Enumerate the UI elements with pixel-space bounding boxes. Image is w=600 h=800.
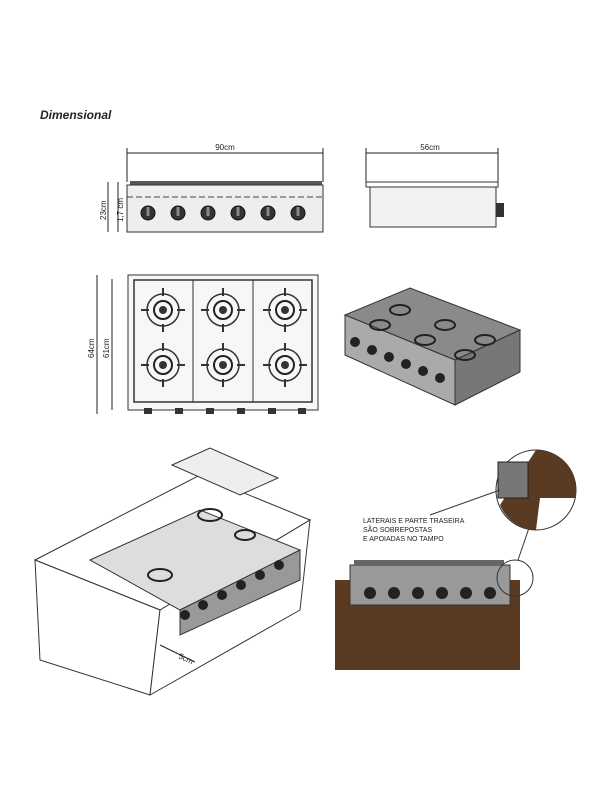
section-title: Dimensional — [40, 108, 112, 122]
depth-total-label: 64cm — [87, 338, 96, 358]
top-view: 64cm 61cm — [87, 274, 319, 414]
height-top-label: 1,7 cm — [116, 198, 125, 222]
front-view: 90cm 23cm 1,7 cm — [99, 143, 324, 233]
section-view: LATERAIS E PARTE TRASEIRA SÃO SOBREPOSTA… — [335, 449, 577, 670]
note-line-1: LATERAIS E PARTE TRASEIRA — [363, 518, 465, 525]
installation-view: 5cm — [33, 447, 312, 696]
isometric-view — [343, 287, 522, 406]
note-line-3: E APOIADAS NO TAMPO — [363, 536, 444, 543]
side-view: 56cm — [365, 143, 504, 228]
width-label: 90cm — [215, 143, 235, 152]
depth-label: 56cm — [420, 143, 440, 152]
depth-inner-label: 61cm — [102, 338, 111, 358]
note-line-2: SÃO SOBREPOSTAS — [363, 525, 432, 534]
height-total-label: 23cm — [99, 200, 108, 220]
